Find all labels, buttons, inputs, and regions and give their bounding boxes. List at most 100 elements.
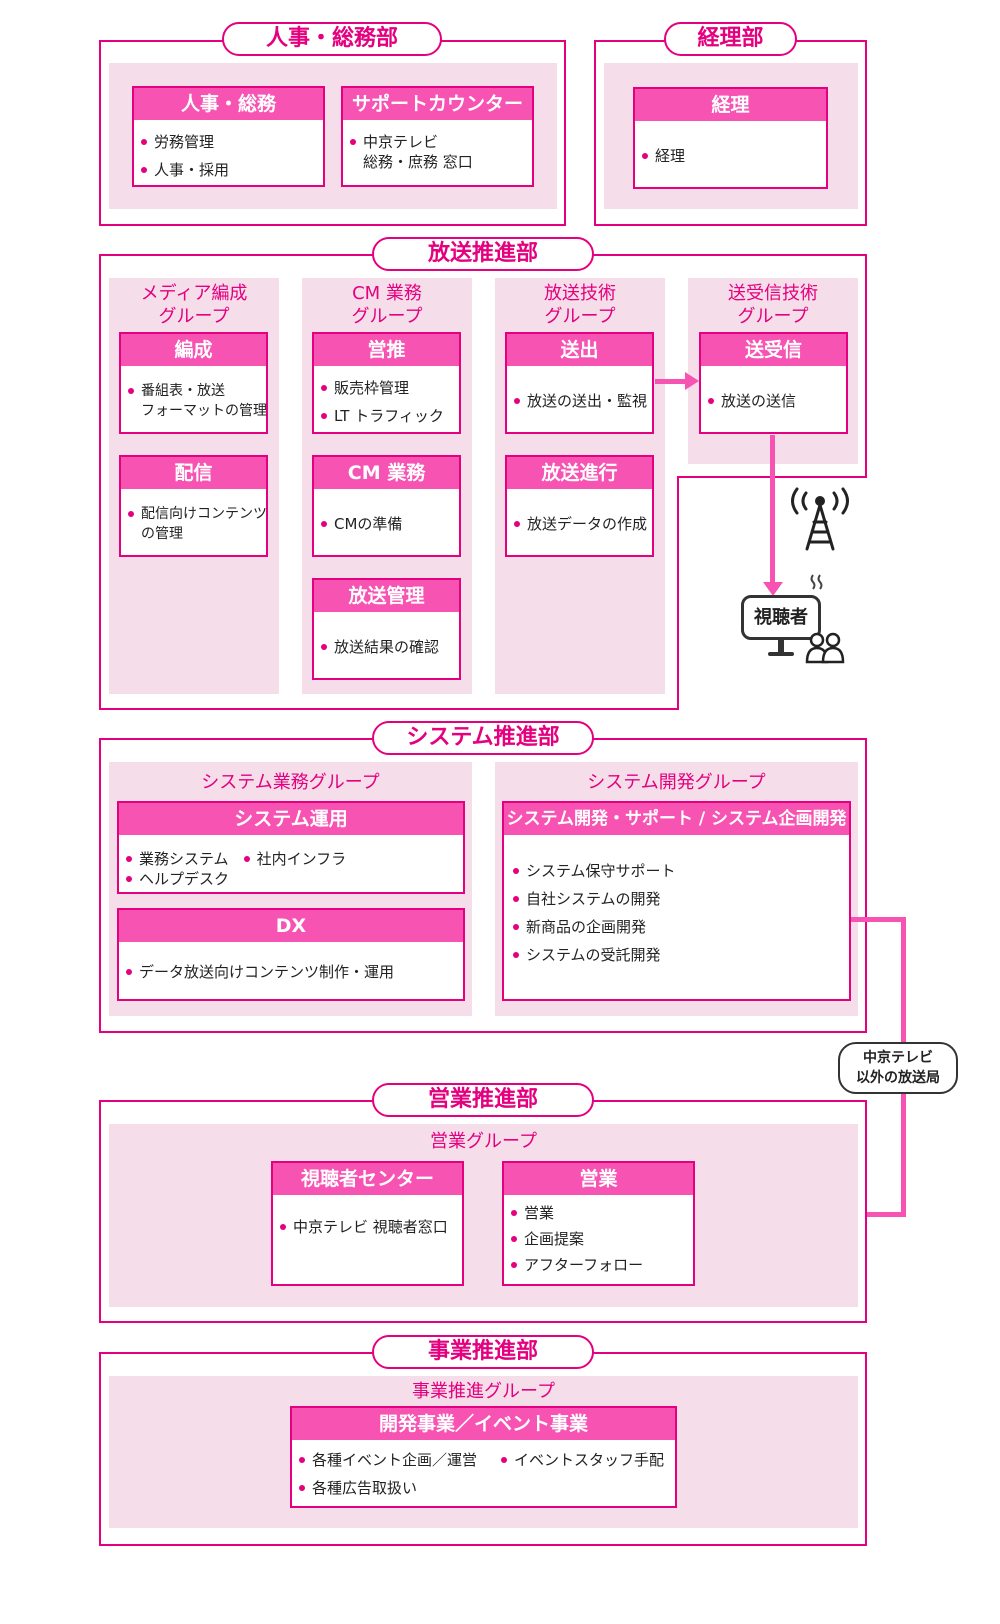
- callout-line: 中京テレビ: [863, 1050, 933, 1066]
- dept-title-eigyou: 営業推進部: [372, 1083, 594, 1117]
- item-line: 中京テレビ: [363, 133, 439, 151]
- list-item: 自社システムの開発: [510, 889, 845, 909]
- card-head: 放送進行: [507, 457, 652, 489]
- card-head: 経理: [635, 89, 826, 121]
- card-head: 送出: [507, 334, 652, 366]
- card-head: 開発事業／イベント事業: [292, 1408, 675, 1440]
- panel-eigyou: [109, 1124, 858, 1307]
- card-keiri: 経理 経理: [633, 87, 828, 189]
- list-item: 番組表・放送フォーマットの管理: [125, 381, 267, 421]
- card-dx: DX データ放送向けコンテンツ制作・運用: [117, 908, 465, 1001]
- card-head: 編成: [121, 334, 266, 366]
- group-label-housou-gijutsu: 放送技術グループ: [495, 282, 665, 328]
- group-label-line: CM 業務: [352, 283, 422, 304]
- card-support-counter: サポートカウンター 中京テレビ総務・庶務 窓口: [341, 86, 534, 187]
- list-item: 販売枠管理: [318, 378, 455, 398]
- viewer-label: 視聴者: [754, 607, 808, 628]
- group-label-line: 送受信技術: [728, 283, 818, 304]
- list-item: 放送データの作成: [511, 514, 648, 534]
- list-item: 配信向けコンテンツの管理: [125, 504, 267, 544]
- connector-soushutsu-soujushin: [655, 379, 687, 384]
- card-head: 送受信: [701, 334, 846, 366]
- group-label-line: メディア編成: [140, 283, 248, 304]
- card-hensei: 編成 番組表・放送フォーマットの管理: [119, 332, 268, 434]
- dept-title-system: システム推進部: [372, 721, 594, 755]
- group-label-line: グループ: [351, 306, 423, 327]
- list-item: CMの準備: [318, 514, 455, 534]
- group-label-line: グループ: [737, 306, 809, 327]
- list-item: 放送の送信: [705, 391, 842, 411]
- dept-housou-outline-right: [865, 254, 867, 478]
- list-item: 労務管理: [138, 132, 319, 152]
- card-eisui: 営推 販売枠管理 LT トラフィック: [312, 332, 461, 434]
- card-viewer-center: 視聴者センター 中京テレビ 視聴者窓口: [271, 1161, 464, 1286]
- list-item: データ放送向けコンテンツ制作・運用: [123, 962, 459, 982]
- list-item: 業務システム: [123, 849, 229, 869]
- list-item: 各種広告取扱い: [296, 1478, 484, 1498]
- card-head: サポートカウンター: [343, 88, 532, 120]
- list-item: 放送結果の確認: [318, 637, 455, 657]
- group-label-soujushin-gijutsu: 送受信技術グループ: [688, 282, 858, 328]
- list-item: システムの受託開発: [510, 945, 845, 965]
- item-line: 番組表・放送: [141, 383, 225, 399]
- arrow-right-icon: [685, 372, 699, 390]
- list-item: 人事・採用: [138, 160, 319, 180]
- group-label-cm-gyomu: CM 業務グループ: [302, 282, 472, 328]
- item-line: の管理: [141, 526, 183, 542]
- card-head: 営業: [504, 1163, 693, 1195]
- broadcast-tower-icon: [791, 487, 849, 551]
- list-item: アフターフォロー: [508, 1255, 689, 1275]
- list-item: LT トラフィック: [318, 406, 455, 426]
- dept-housou-outline-left: [99, 254, 101, 710]
- signal-wave-icon: [810, 574, 823, 590]
- group-label-line: グループ: [158, 306, 230, 327]
- viewer-tv-monitor: 視聴者: [741, 595, 821, 640]
- list-item: 放送の送出・監視: [511, 391, 648, 411]
- list-item: イベントスタッフ手配: [498, 1450, 671, 1470]
- list-item: システム保守サポート: [510, 861, 845, 881]
- group-label-eigyou: 営業グループ: [430, 1131, 537, 1152]
- card-soushutsu: 送出 放送の送出・監視: [505, 332, 654, 434]
- card-soujushin: 送受信 放送の送信: [699, 332, 848, 434]
- list-item: 経理: [639, 146, 822, 166]
- card-head: 営推: [314, 334, 459, 366]
- group-label-system-kaihatsu: システム開発グループ: [587, 772, 766, 793]
- arrow-down-icon: [763, 582, 783, 596]
- list-item: 中京テレビ総務・庶務 窓口: [347, 132, 528, 172]
- group-label-system-gyomu: システム業務グループ: [201, 772, 380, 793]
- group-label-line: 放送技術: [544, 283, 616, 304]
- card-housou-kanri: 放送管理 放送結果の確認: [312, 578, 461, 680]
- card-head: システム運用: [119, 803, 463, 835]
- tv-monitor-icon: [768, 640, 794, 656]
- dept-housou-outline-bottom: [99, 708, 679, 710]
- card-cm-gyomu: CM 業務 CMの準備: [312, 455, 461, 557]
- card-jinji-soumu: 人事・総務 労務管理 人事・採用: [132, 86, 325, 187]
- group-label-line: グループ: [544, 306, 616, 327]
- list-item: 社内インフラ: [241, 849, 346, 869]
- group-label-media-hensei: メディア編成グループ: [109, 282, 279, 328]
- card-system-kaihatsu: システム開発・サポート / システム企画開発 システム保守サポート 自社システム…: [502, 801, 851, 1001]
- dept-title-jigyou: 事業推進部: [372, 1335, 594, 1369]
- people-icon: [805, 632, 845, 664]
- card-head: CM 業務: [314, 457, 459, 489]
- callout-line: 以外の放送局: [856, 1070, 940, 1086]
- dept-title-keiri: 経理部: [664, 22, 797, 56]
- callout-other-broadcasters: 中京テレビ以外の放送局: [838, 1042, 958, 1094]
- item-line: 配信向けコンテンツ: [141, 506, 267, 522]
- list-item: 新商品の企画開発: [510, 917, 845, 937]
- card-head: 視聴者センター: [273, 1163, 462, 1195]
- card-kaihatsu-event: 開発事業／イベント事業 各種イベント企画／運営 イベントスタッフ手配 各種広告取…: [290, 1406, 677, 1508]
- list-item: ヘルプデスク: [123, 869, 229, 889]
- connector-soujushin-viewer: [770, 435, 775, 585]
- card-head: 人事・総務: [134, 88, 323, 120]
- dept-housou-outline-inner: [677, 476, 679, 710]
- list-item: 中京テレビ 視聴者窓口: [277, 1217, 458, 1237]
- item-line: フォーマットの管理: [141, 403, 267, 419]
- card-head: システム開発・サポート / システム企画開発: [504, 803, 849, 835]
- connector-kaihatsu-right: [851, 917, 906, 922]
- item-line: 総務・庶務 窓口: [363, 153, 473, 171]
- card-sales: 営業 営業 企画提案 アフターフォロー: [502, 1161, 695, 1286]
- list-item: 企画提案: [508, 1229, 689, 1249]
- list-item: 各種イベント企画／運営: [296, 1450, 484, 1470]
- card-haishin: 配信 配信向けコンテンツの管理: [119, 455, 268, 557]
